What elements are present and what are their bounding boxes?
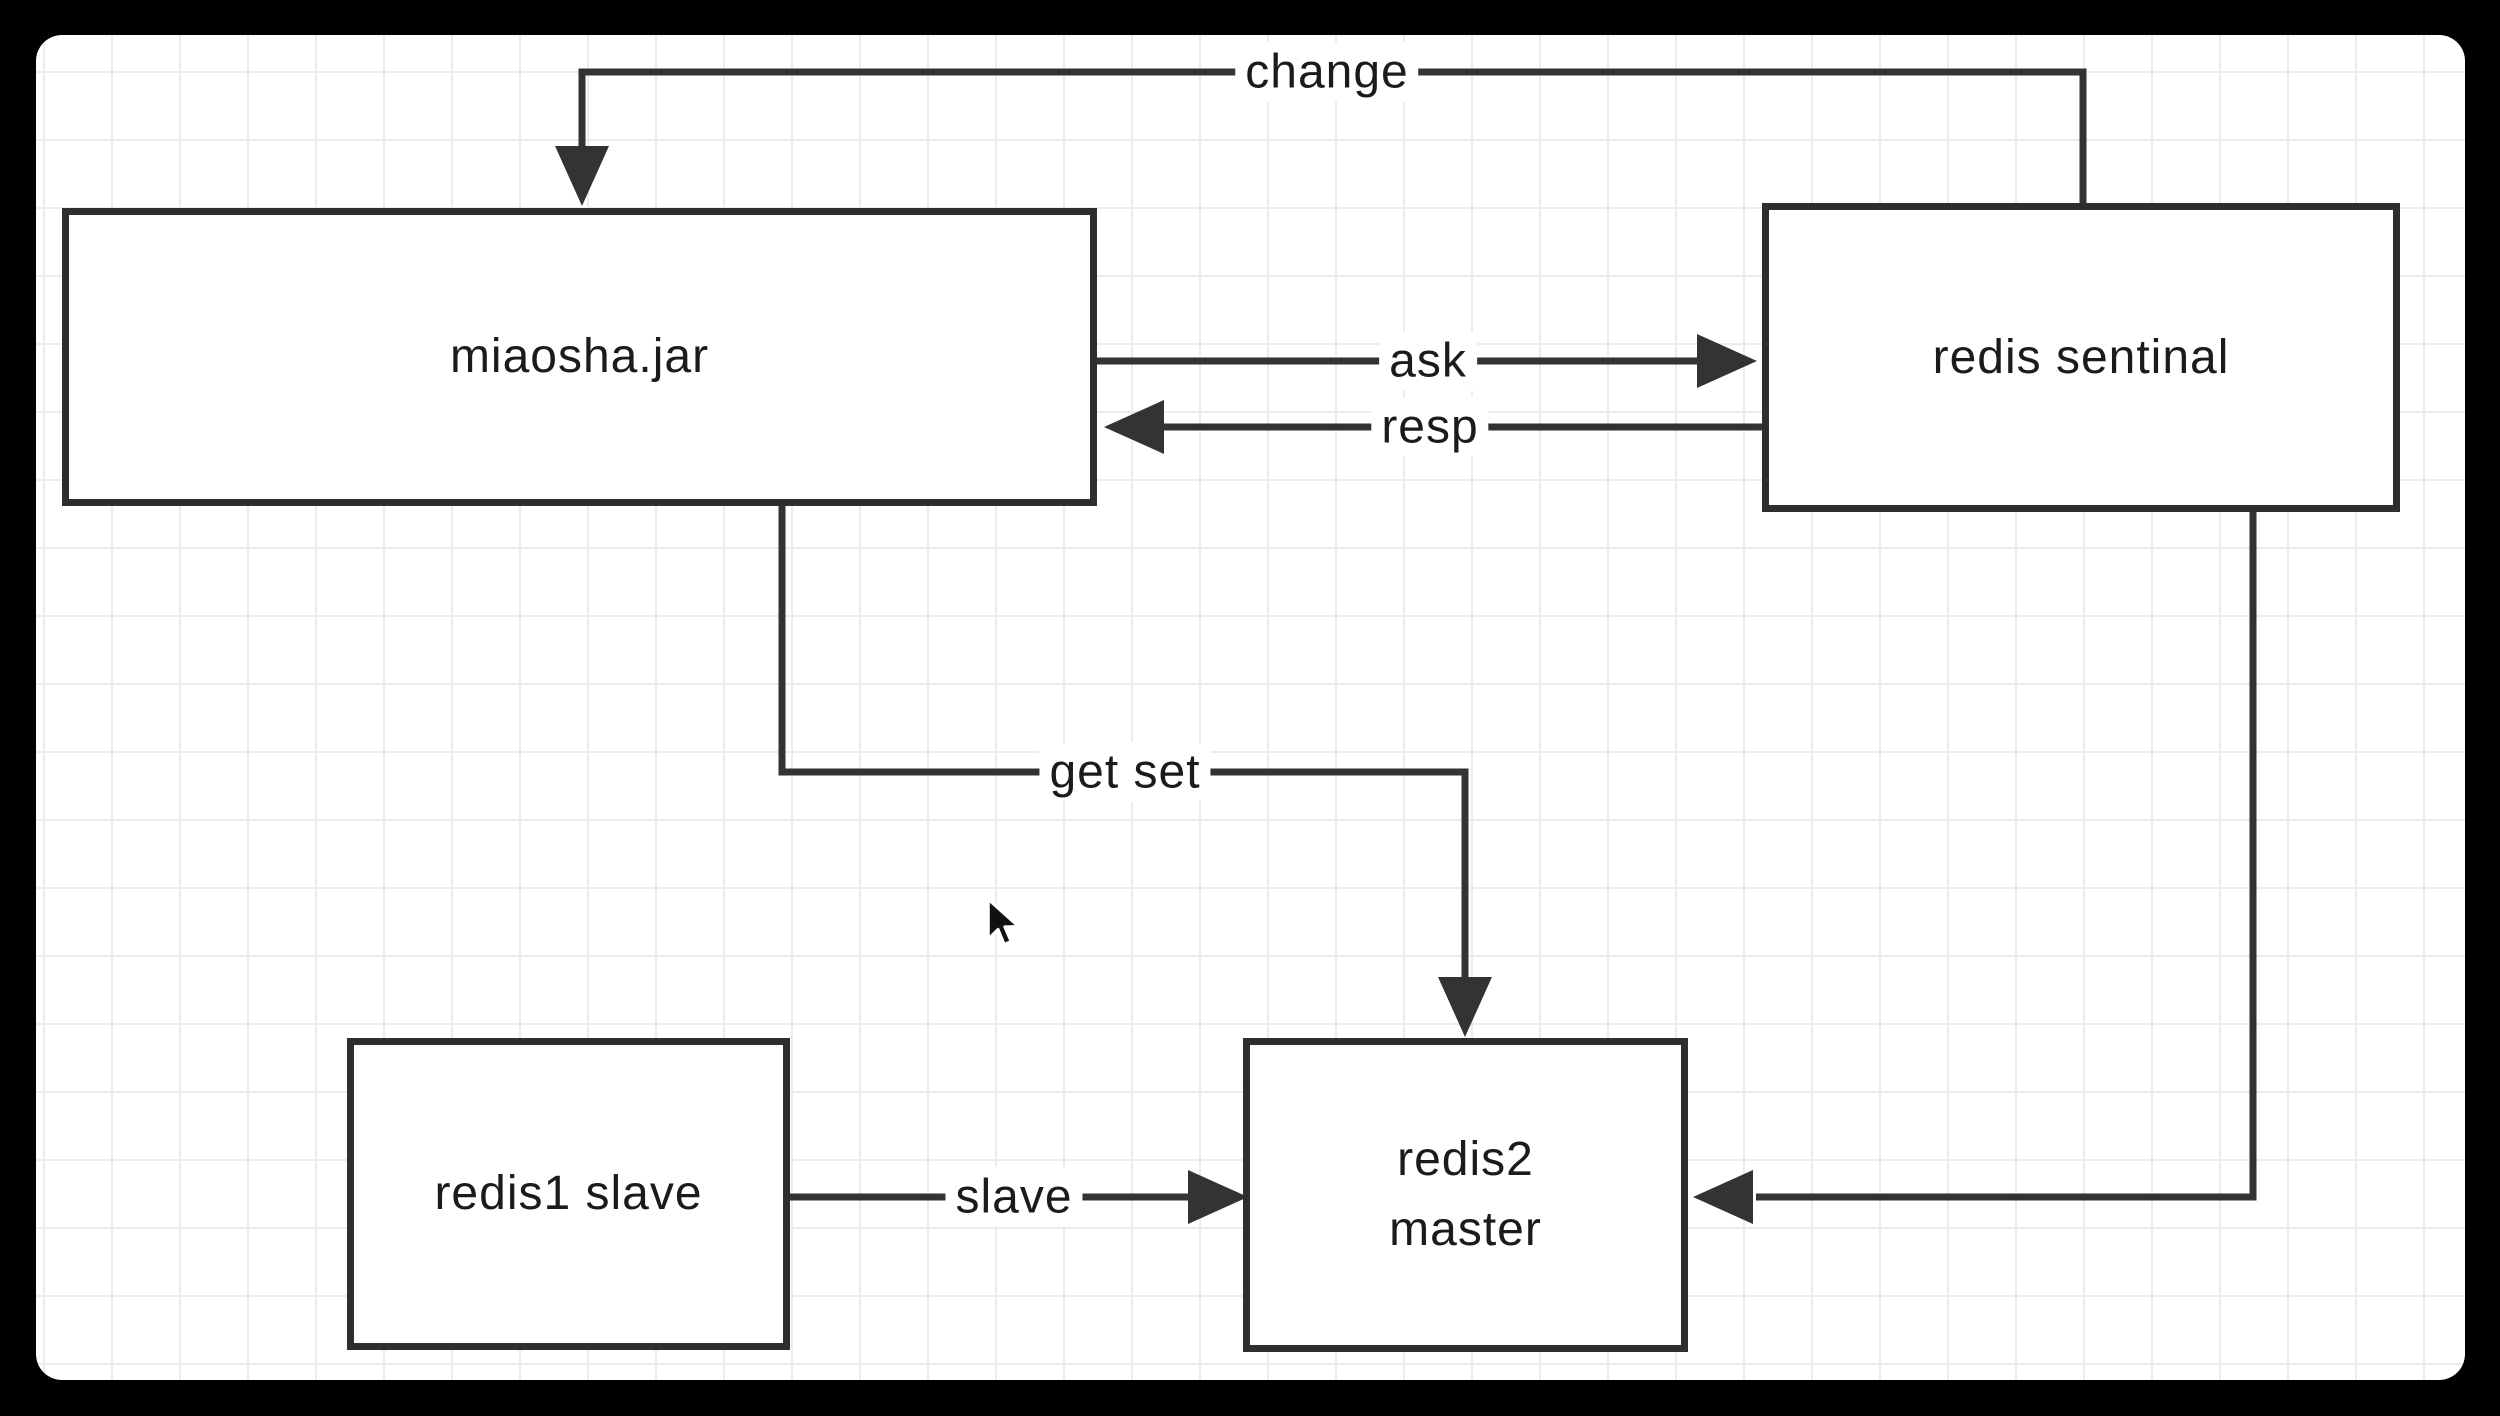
- node-miaosha-jar-label: miaosha.jar: [449, 330, 710, 384]
- node-redis1-slave[interactable]: redis1 slave: [347, 1038, 790, 1350]
- edge-label-change[interactable]: change: [1235, 42, 1419, 102]
- edge-label-ask[interactable]: ask: [1379, 331, 1477, 391]
- node-redis2-master-label-line1: redis2: [1397, 1133, 1534, 1187]
- node-redis-sentinal[interactable]: redis sentinal: [1762, 203, 2400, 512]
- edge-label-slave[interactable]: slave: [945, 1167, 1083, 1227]
- node-redis1-slave-label: redis1 slave: [434, 1167, 703, 1221]
- edge-label-get-set[interactable]: get set: [1039, 742, 1211, 802]
- node-redis-sentinal-label: redis sentinal: [1932, 330, 2230, 384]
- node-miaosha-jar[interactable]: miaosha.jar: [62, 208, 1097, 506]
- node-redis2-master[interactable]: redis2 master: [1243, 1038, 1688, 1352]
- node-redis2-master-label-line2: master: [1389, 1203, 1542, 1256]
- edge-label-resp[interactable]: resp: [1371, 397, 1489, 457]
